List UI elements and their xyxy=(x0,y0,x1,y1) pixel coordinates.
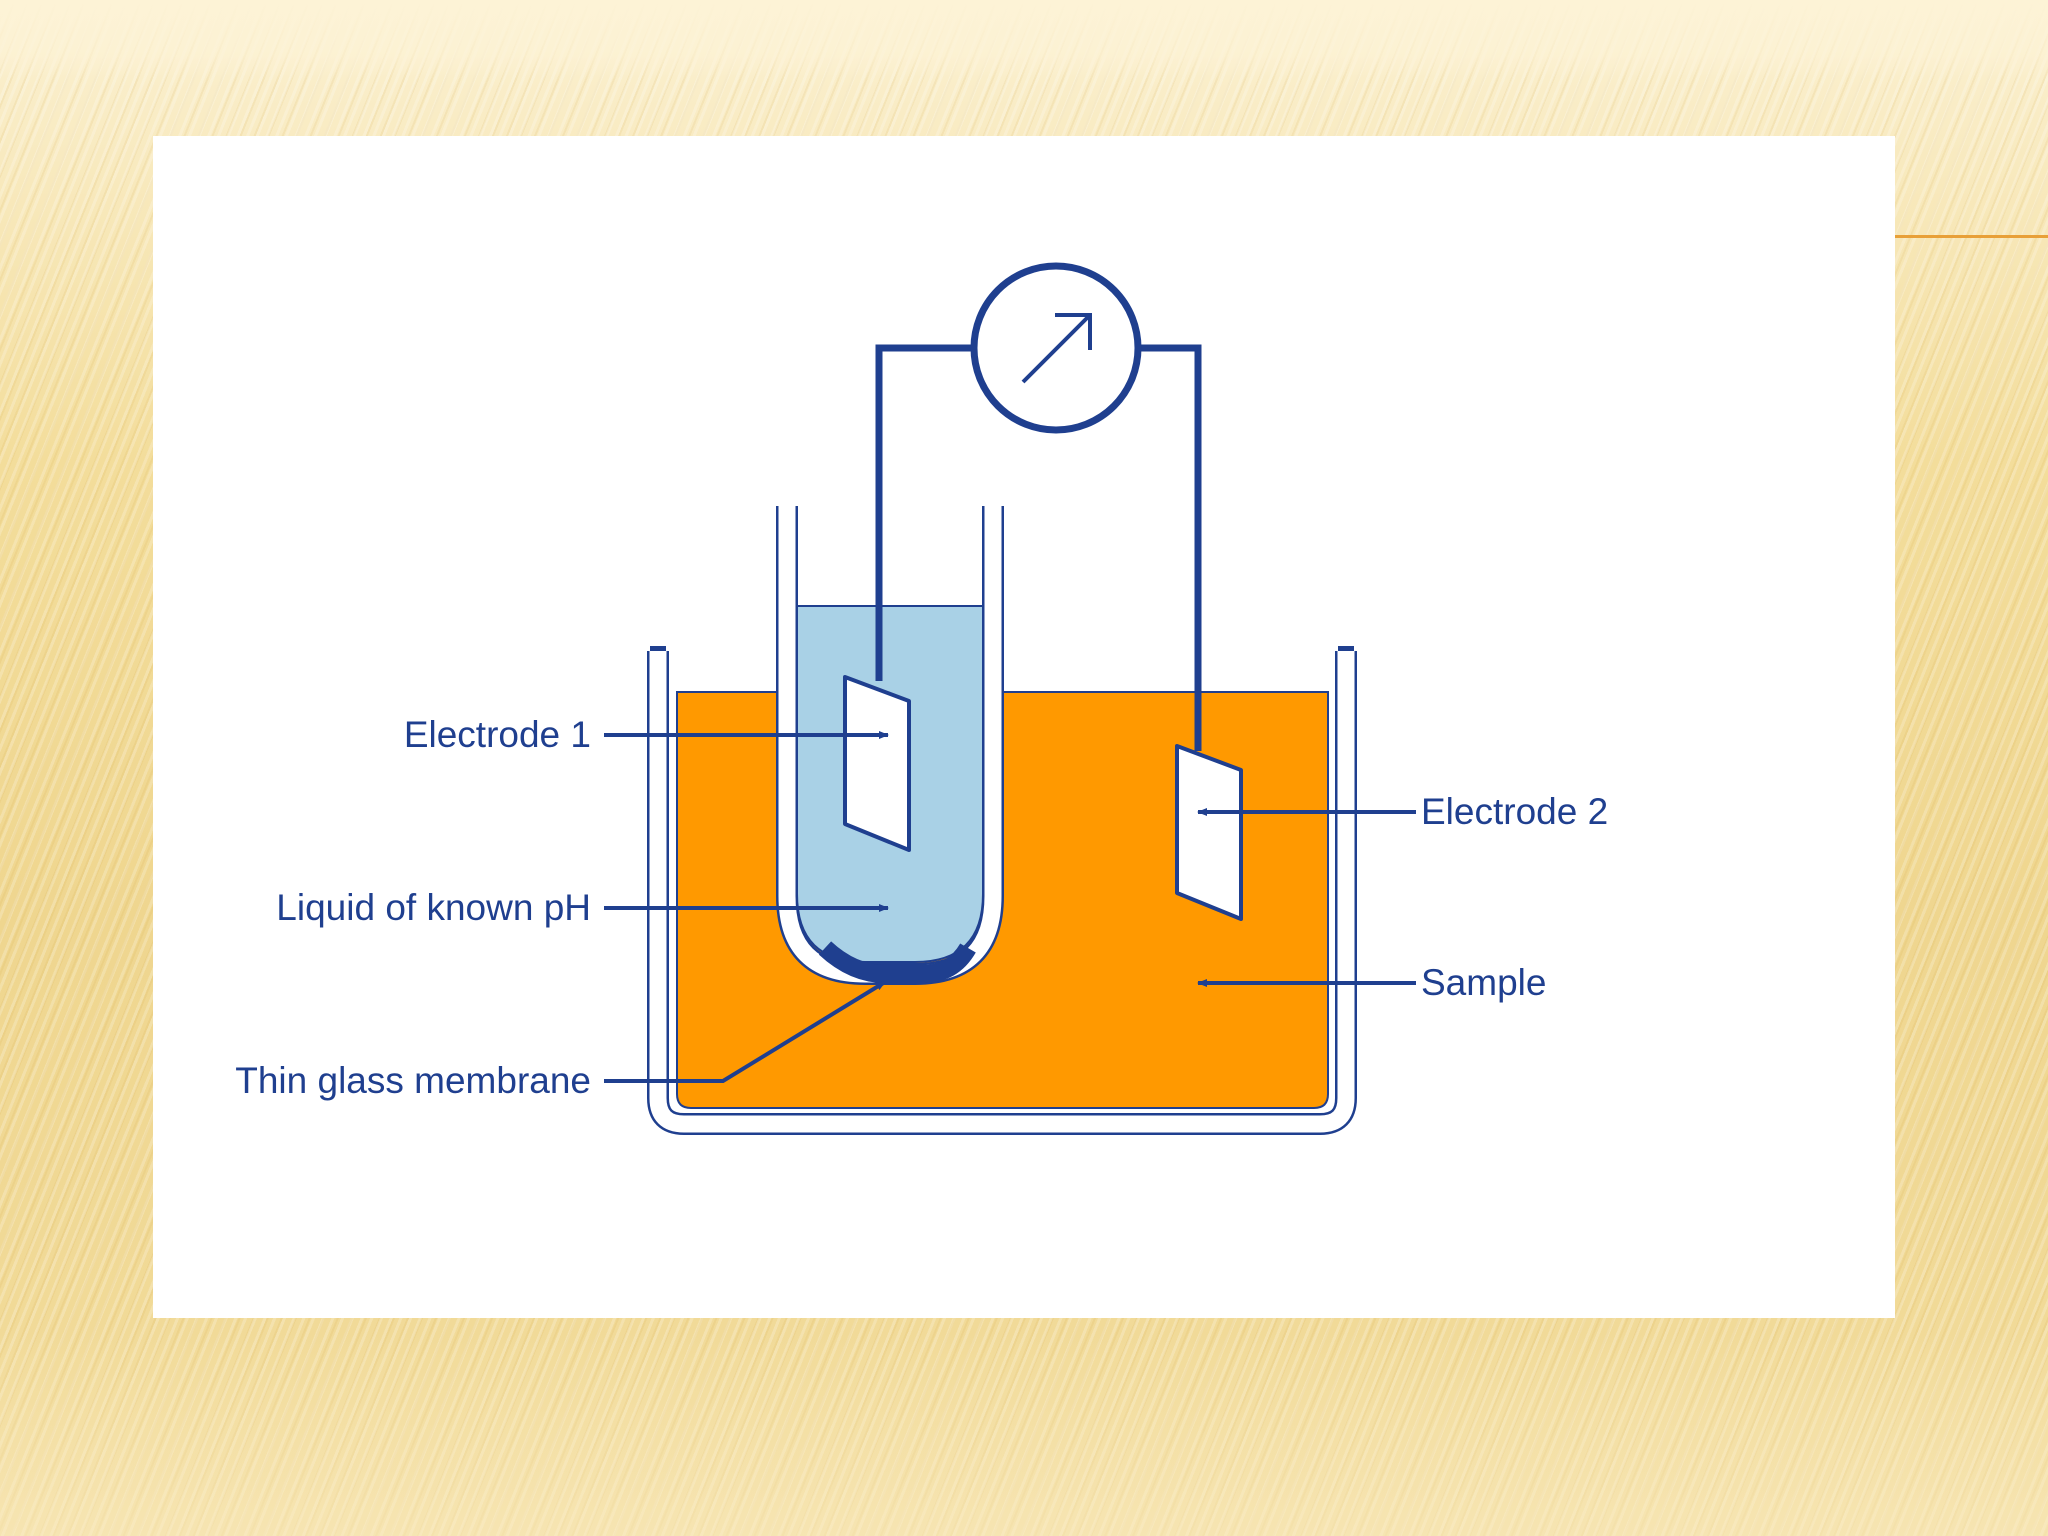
electrode-2-plate xyxy=(1175,744,1243,921)
electrode-1-plate xyxy=(843,675,911,852)
thin-glass-membrane xyxy=(818,941,976,983)
label-sample: Sample xyxy=(1421,962,1546,1003)
sample-beaker xyxy=(647,646,1357,1135)
label-liquid-known-ph: Liquid of known pH xyxy=(276,887,591,928)
voltmeter-icon xyxy=(970,262,1142,434)
slide-accent-line xyxy=(1895,235,2048,238)
label-electrode-2: Electrode 2 xyxy=(1421,791,1608,832)
ph-meter-diagram: Electrode 1 Liquid of known pH Thin glas… xyxy=(153,136,1895,1318)
slide-bottom-band xyxy=(0,1330,2048,1536)
pointer-thin-glass-membrane xyxy=(604,980,887,1083)
label-thin-glass-membrane: Thin glass membrane xyxy=(235,1060,591,1101)
label-electrode-1: Electrode 1 xyxy=(404,714,591,755)
slide-top-band xyxy=(0,0,2048,80)
circuit-wire xyxy=(875,344,1202,751)
